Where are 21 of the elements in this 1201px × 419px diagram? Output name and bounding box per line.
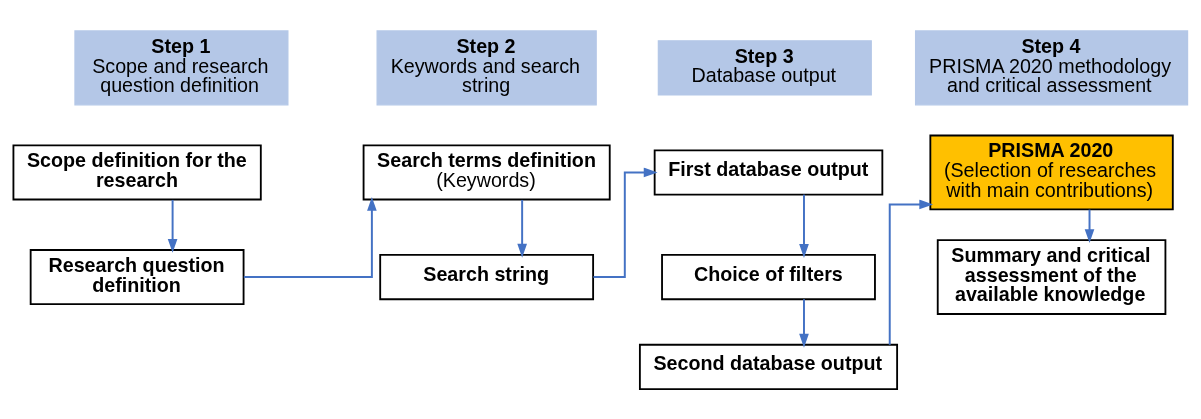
arrow (799, 297, 809, 348)
arrow (242, 196, 377, 278)
arrow (167, 198, 178, 253)
node-box: Step 3 Database output (657, 39, 872, 96)
node-box: Second database output (638, 343, 899, 390)
arrow (517, 198, 527, 258)
arrow (799, 193, 809, 258)
node-box: First database output (653, 148, 884, 196)
node-box: Step 2 Keywords and search string (376, 29, 597, 105)
node-box: Choice of filters (661, 253, 876, 300)
node-box: Research question definition (29, 248, 245, 305)
arrow (888, 199, 934, 346)
node-box: Step 4 PRISMA 2020 methodology and critical assessment (914, 29, 1189, 105)
arrow (1084, 208, 1095, 243)
node-box: Search string (379, 253, 595, 300)
node-box: PRISMA 2020 (Selection of researches with main contributions) (929, 134, 1174, 210)
node-box: Summary and critical assessment of the available knowledge (936, 238, 1167, 315)
arrow (592, 167, 658, 278)
node-box: Search terms definition (Keywords) (362, 143, 611, 200)
node-box: Scope definition for the research (12, 143, 262, 200)
node-box: Step 1 Scope and research question definition (74, 29, 289, 105)
